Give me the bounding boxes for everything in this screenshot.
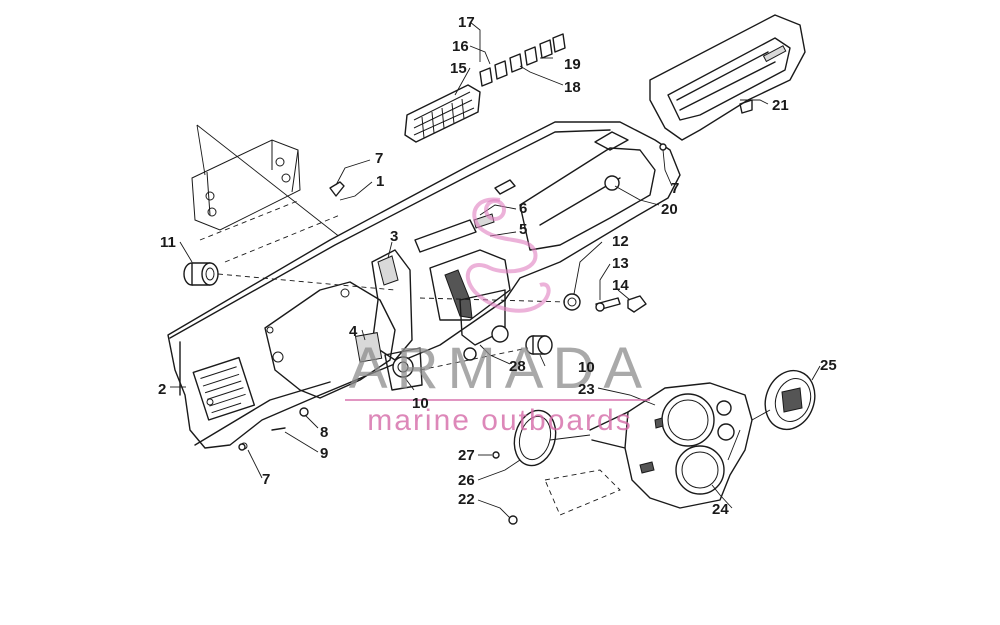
callout-label: 7 (375, 150, 383, 167)
callout-label: 4 (349, 323, 358, 340)
callout-label: 15 (450, 60, 467, 77)
callout-label: 25 (820, 357, 837, 374)
callout-label: 6 (519, 200, 527, 217)
key-switch-parts (419, 293, 647, 313)
connector-plug (183, 262, 396, 291)
speedometer-gauge (751, 369, 816, 431)
callout-label: 24 (712, 501, 729, 518)
callout-label: 21 (772, 97, 789, 114)
callout-label: 10 (578, 359, 595, 376)
callout-label: 7 (671, 180, 679, 197)
rocker-switches (479, 33, 566, 87)
leader-lines (170, 21, 821, 519)
gauge-ring (513, 409, 591, 467)
callout-label: 17 (458, 14, 475, 31)
callout-label: 13 (612, 255, 629, 272)
callout-label: 16 (452, 38, 469, 55)
callout-label: 3 (390, 228, 398, 245)
callout-label: 7 (262, 471, 270, 488)
callout-label: 27 (458, 447, 475, 464)
power-socket-right (419, 335, 553, 371)
instrument-hood (649, 14, 806, 141)
callout-label: 18 (564, 79, 581, 96)
mounting-bracket (191, 124, 351, 263)
callout-label: 5 (519, 221, 527, 238)
callout-label: 26 (458, 472, 475, 489)
callout-label: 14 (612, 277, 629, 294)
callout-label: 22 (458, 491, 475, 508)
callout-label: 1 (376, 173, 384, 190)
dash-housing (167, 121, 681, 450)
watermark-tagline: marine outboards (367, 404, 632, 437)
callout-label: 23 (578, 381, 595, 398)
watermark-brand: ARMADA (349, 336, 651, 401)
callout-labels: 17 16 19 15 18 21 7 1 7 6 20 11 3 5 12 1… (158, 14, 837, 518)
callout-label: 12 (612, 233, 629, 250)
seahorse-logo-icon (465, 197, 551, 313)
callout-label: 2 (158, 381, 166, 398)
callout-label: 9 (320, 445, 328, 462)
callout-label: 28 (509, 358, 526, 375)
watermark: ARMADA marine outboards (345, 197, 651, 437)
gauge-bezel (544, 382, 753, 516)
callout-label: 19 (564, 56, 581, 73)
callout-label: 8 (320, 424, 328, 441)
callout-label: 20 (661, 201, 678, 218)
callout-label: 10 (412, 395, 429, 412)
switch-panel (404, 84, 481, 143)
callout-label: 11 (160, 234, 176, 251)
